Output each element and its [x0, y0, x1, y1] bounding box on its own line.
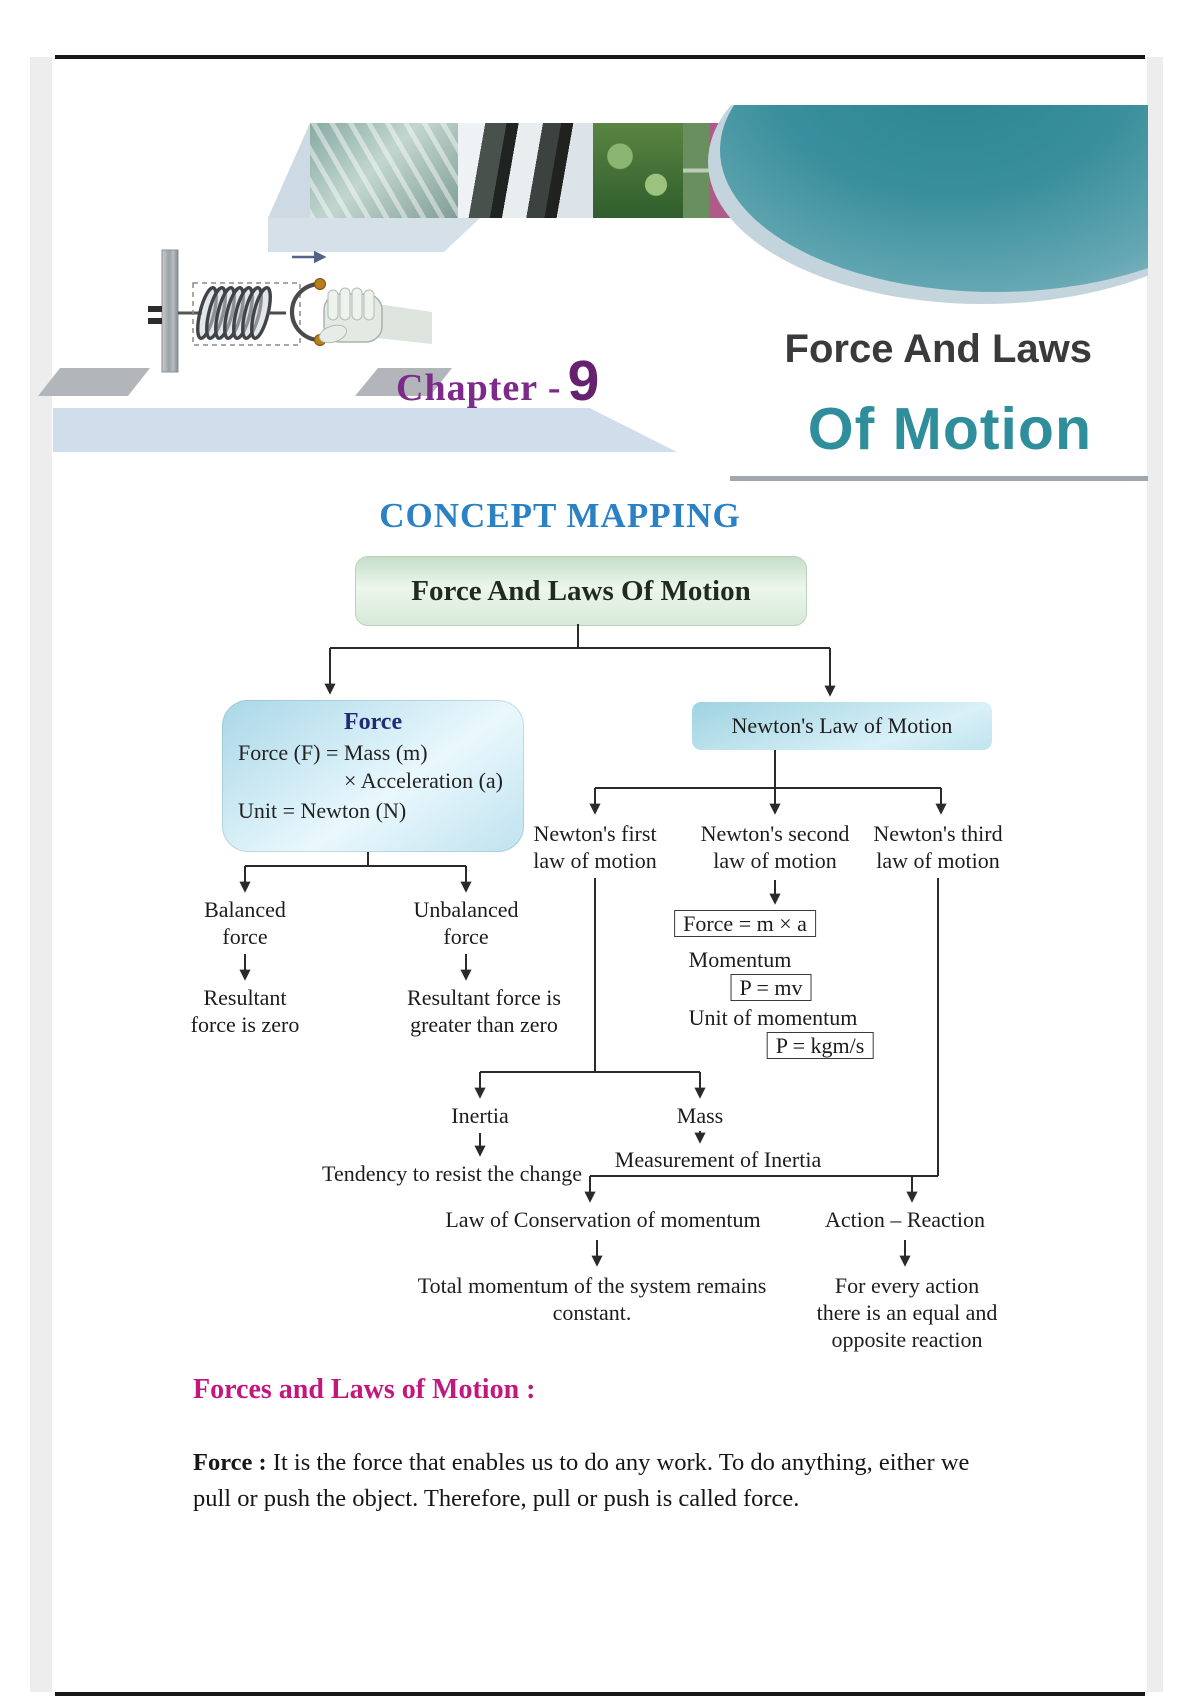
mass-label: Mass — [676, 1103, 724, 1128]
unit-of-momentum-label: Unit of momentum — [688, 1005, 858, 1030]
teal-circle-decoration — [720, 105, 1148, 292]
root-node: Force And Laws Of Motion — [355, 556, 807, 626]
root-node-label: Force And Laws Of Motion — [411, 574, 751, 607]
newton-law-label: Newton's Law of Motion — [731, 713, 953, 738]
second-law-label: Newton's second law of motion — [700, 821, 850, 873]
first-law-label: Newton's first law of motion — [533, 821, 657, 873]
force-definition-paragraph: Force : It is the force that enables us … — [193, 1445, 1073, 1517]
force-term: Force : — [193, 1448, 267, 1476]
chapter-title: Force And Laws Of Motion — [785, 326, 1092, 459]
photo-banner — [268, 123, 766, 218]
page-right-edge — [1147, 57, 1163, 1692]
chapter-word: Chapter - — [396, 367, 562, 409]
third-law-label: Newton's third law of motion — [873, 821, 1003, 873]
title-underline — [730, 476, 1148, 481]
bottom-rule — [55, 1692, 1145, 1696]
resultant-zero-label: Resultant force is zero — [190, 985, 300, 1037]
top-rule — [55, 55, 1145, 59]
page-left-edge — [30, 57, 52, 1692]
chapter-title-line2: Of Motion — [807, 396, 1092, 462]
blue-band-decoration — [53, 408, 677, 452]
mass-note-label: Measurement of Inertia — [614, 1147, 822, 1172]
plants-photo — [593, 123, 683, 218]
concept-mapping-heading: CONCEPT MAPPING — [379, 496, 741, 535]
force-definition-line1: It is the force that enables us to do an… — [272, 1448, 970, 1476]
newton-law-node: Newton's Law of Motion — [692, 702, 992, 750]
force-node: Force Force (F) = Mass (m) × Acceleratio… — [222, 700, 524, 852]
force-formula-line2: × Acceleration (a) — [344, 768, 503, 793]
momentum-unit-formula-box: P = kgm/s — [766, 1032, 874, 1059]
unbalanced-force-label: Unbalanced force — [413, 897, 519, 949]
chapter-label: Chapter - 9 — [396, 348, 599, 414]
banner-ledge — [268, 218, 480, 252]
momentum-label: Momentum — [688, 947, 792, 972]
chapter-title-line1: Force And Laws — [784, 327, 1092, 371]
microscope-photo — [458, 123, 593, 218]
chapter-header — [53, 105, 1148, 485]
inertia-label: Inertia — [451, 1103, 509, 1128]
action-reaction-label: Action – Reaction — [824, 1207, 986, 1232]
force-formula-line1: Force (F) = Mass (m) — [238, 740, 428, 765]
balanced-force-label: Balanced force — [204, 897, 286, 949]
force-unit-line: Unit = Newton (N) — [238, 798, 407, 823]
action-note-label: For every action there is an equal and o… — [816, 1273, 998, 1352]
dna-photo — [310, 123, 458, 218]
force-node-title: Force — [343, 709, 403, 735]
section-heading: Forces and Laws of Motion : — [193, 1374, 536, 1405]
force-definition-line2: pull or push the object. Therefore, pull… — [193, 1484, 800, 1512]
resultant-greater-label: Resultant force is greater than zero — [407, 985, 561, 1037]
chapter-number: 9 — [567, 349, 600, 413]
momentum-formula-box: P = mv — [730, 974, 812, 1001]
conservation-label: Law of Conservation of momentum — [445, 1207, 761, 1232]
inertia-note-label: Tendency to resist the change — [322, 1161, 582, 1186]
conservation-note-label: Total momentum of the system remains con… — [417, 1273, 767, 1325]
force-ma-formula-box: Force = m × a — [674, 910, 816, 937]
